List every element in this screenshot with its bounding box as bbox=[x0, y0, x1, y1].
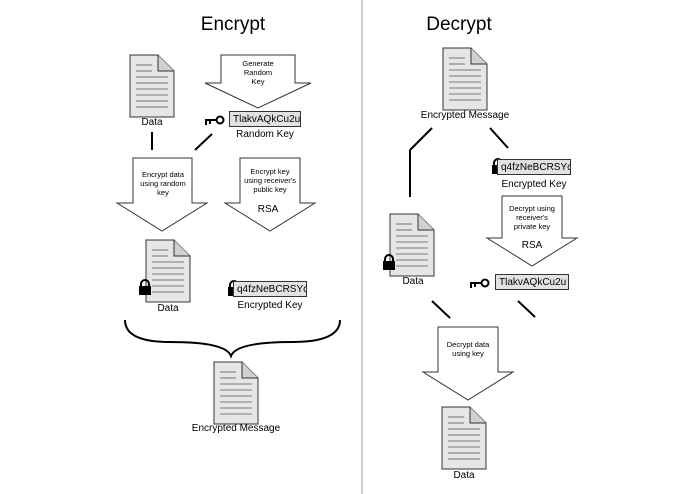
connector-line bbox=[489, 127, 509, 149]
curly-brace bbox=[124, 319, 341, 359]
decrypt-data-arrow-text: Decrypt data using key bbox=[446, 340, 490, 358]
lock-icon bbox=[138, 279, 152, 296]
encrypt-data-arrow bbox=[115, 157, 209, 232]
encrypted-message-label: Encrypted Message bbox=[191, 423, 281, 434]
document-icon bbox=[145, 239, 191, 303]
locked-data-label: Data bbox=[402, 276, 424, 287]
encrypt-title: Encrypt bbox=[200, 14, 266, 35]
decrypt-key-arrow bbox=[485, 195, 579, 267]
data-label: Data bbox=[141, 117, 163, 128]
decrypt-key-arrow-text: Decrypt using receiver's private key bbox=[509, 204, 555, 231]
connector-line bbox=[431, 300, 451, 319]
encrypt-key-arrow-text: Encrypt key using receiver's public key bbox=[244, 167, 296, 194]
encrypt-data-arrow-text: Encrypt data using random key bbox=[140, 170, 186, 197]
random-key-box: TlakvAQkCu2u bbox=[229, 111, 301, 127]
encrypt-key-arrow bbox=[223, 157, 317, 232]
document-icon bbox=[441, 406, 487, 470]
encrypted-message-label: Encrypted Message bbox=[420, 110, 510, 121]
document-icon bbox=[389, 213, 435, 277]
generate-key-arrow bbox=[204, 54, 312, 109]
lock-icon bbox=[382, 254, 396, 271]
encrypted-key-label: Encrypted Key bbox=[237, 300, 303, 311]
key-icon bbox=[469, 278, 490, 289]
data-label: Data bbox=[453, 470, 475, 481]
document-icon bbox=[129, 54, 175, 118]
encrypted-key-label: Encrypted Key bbox=[501, 179, 567, 190]
key-icon bbox=[204, 115, 225, 126]
random-key-box: TlakvAQkCu2u bbox=[495, 274, 569, 290]
document-icon bbox=[442, 47, 488, 111]
document-icon bbox=[213, 361, 259, 425]
decrypt-title: Decrypt bbox=[426, 14, 492, 35]
random-key-label: Random Key bbox=[236, 129, 294, 140]
rsa-label: RSA bbox=[257, 204, 279, 215]
connector-line bbox=[409, 127, 433, 151]
connector-line bbox=[517, 300, 536, 318]
generate-key-arrow-text: Generate Random Key bbox=[242, 59, 274, 86]
encrypted-key-box: q4fzNeBCRSYc bbox=[233, 281, 307, 297]
connector-line bbox=[194, 133, 213, 151]
encrypted-key-box: q4fzNeBCRSYc bbox=[497, 159, 571, 175]
decrypt-data-arrow bbox=[421, 326, 515, 401]
locked-data-label: Data bbox=[157, 303, 179, 314]
rsa-label: RSA bbox=[521, 240, 543, 251]
